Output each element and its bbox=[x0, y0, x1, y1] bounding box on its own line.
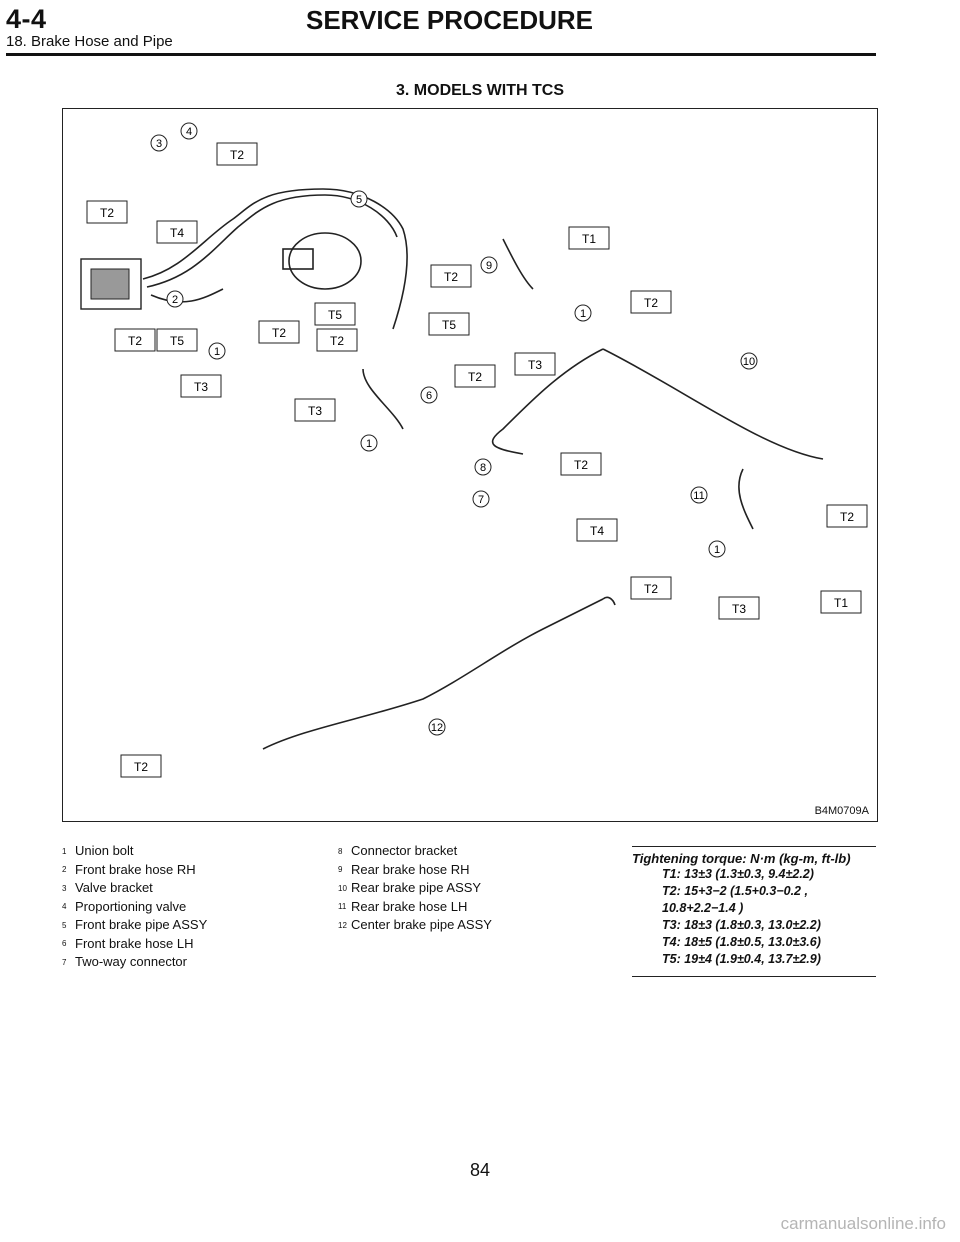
svg-text:T3: T3 bbox=[194, 380, 208, 394]
svg-text:T2: T2 bbox=[644, 296, 658, 310]
torque-spec-box: Tightening torque: N·m (kg-m, ft-lb) T1:… bbox=[632, 846, 876, 977]
page-subtitle: 18. Brake Hose and Pipe bbox=[6, 33, 173, 50]
svg-text:4: 4 bbox=[186, 126, 192, 138]
svg-text:T2: T2 bbox=[840, 510, 854, 524]
page-heading: SERVICE PROCEDURE bbox=[306, 5, 594, 35]
svg-text:T2: T2 bbox=[272, 326, 286, 340]
svg-text:T2: T2 bbox=[134, 760, 148, 774]
torque-line: T2: 15+3−2 (1.5+0.3−0.2 , 10.8+2.2−1.4 ) bbox=[662, 884, 808, 915]
svg-text:T1: T1 bbox=[834, 596, 848, 610]
svg-text:T2: T2 bbox=[128, 334, 142, 348]
svg-text:T4: T4 bbox=[170, 226, 184, 240]
brake-line-diagram: T2 T2 T4 T1 T2 T5 T2 T5 T2 T5 T2 T2 T3 T… bbox=[62, 108, 878, 822]
svg-text:1: 1 bbox=[366, 438, 372, 450]
diagram-drawing: T2 T2 T4 T1 T2 T5 T2 T5 T2 T5 T2 T2 T3 T… bbox=[80, 122, 868, 778]
svg-text:1: 1 bbox=[214, 346, 220, 358]
svg-text:T2: T2 bbox=[574, 458, 588, 472]
svg-text:1: 1 bbox=[714, 544, 720, 556]
torque-line: T4: 18±5 (1.8±0.5, 13.0±3.6) bbox=[662, 935, 821, 949]
svg-text:T3: T3 bbox=[308, 404, 322, 418]
svg-text:11: 11 bbox=[693, 490, 704, 502]
torque-line: T1: 13±3 (1.3±0.3, 9.4±2.2) bbox=[662, 867, 814, 881]
svg-text:8: 8 bbox=[480, 462, 486, 474]
svg-text:T2: T2 bbox=[100, 206, 114, 220]
svg-text:6: 6 bbox=[426, 390, 432, 402]
svg-text:T2: T2 bbox=[444, 270, 458, 284]
page-number: 84 bbox=[469, 1160, 491, 1180]
svg-text:T5: T5 bbox=[170, 334, 184, 348]
svg-text:T4: T4 bbox=[590, 524, 604, 538]
svg-text:T3: T3 bbox=[528, 358, 542, 372]
torque-labels: T2 T2 T4 T1 T2 T5 T2 T5 T2 T5 T2 T2 T3 T… bbox=[86, 142, 868, 778]
part-callouts: 3 4 5 9 2 1 1 10 6 1 8 7 11 1 12 bbox=[150, 122, 758, 736]
section-title: 3. MODELS WITH TCS bbox=[396, 82, 564, 99]
svg-text:9: 9 bbox=[486, 260, 492, 272]
svg-text:T2: T2 bbox=[230, 148, 244, 162]
svg-text:1: 1 bbox=[580, 308, 586, 320]
header-rule bbox=[6, 53, 876, 56]
svg-text:7: 7 bbox=[478, 494, 484, 506]
svg-text:T5: T5 bbox=[442, 318, 456, 332]
watermark: carmanualsonline.info bbox=[780, 1214, 946, 1233]
svg-text:5: 5 bbox=[356, 194, 362, 206]
section-code: 4-4 bbox=[6, 4, 47, 34]
svg-text:T2: T2 bbox=[330, 334, 344, 348]
svg-text:T3: T3 bbox=[732, 602, 746, 616]
svg-text:10: 10 bbox=[743, 356, 755, 368]
figure-id: B4M0709A bbox=[814, 805, 869, 817]
svg-text:12: 12 bbox=[431, 722, 443, 734]
svg-text:3: 3 bbox=[156, 138, 162, 150]
torque-heading: Tightening torque: N·m (kg-m, ft-lb) bbox=[632, 851, 851, 866]
torque-line: T3: 18±3 (1.8±0.3, 13.0±2.2) bbox=[662, 918, 821, 932]
svg-text:2: 2 bbox=[172, 294, 178, 306]
svg-text:T1: T1 bbox=[582, 232, 596, 246]
svg-text:T2: T2 bbox=[644, 582, 658, 596]
torque-line: T5: 19±4 (1.9±0.4, 13.7±2.9) bbox=[662, 952, 821, 966]
svg-text:T2: T2 bbox=[468, 370, 482, 384]
svg-text:T5: T5 bbox=[328, 308, 342, 322]
